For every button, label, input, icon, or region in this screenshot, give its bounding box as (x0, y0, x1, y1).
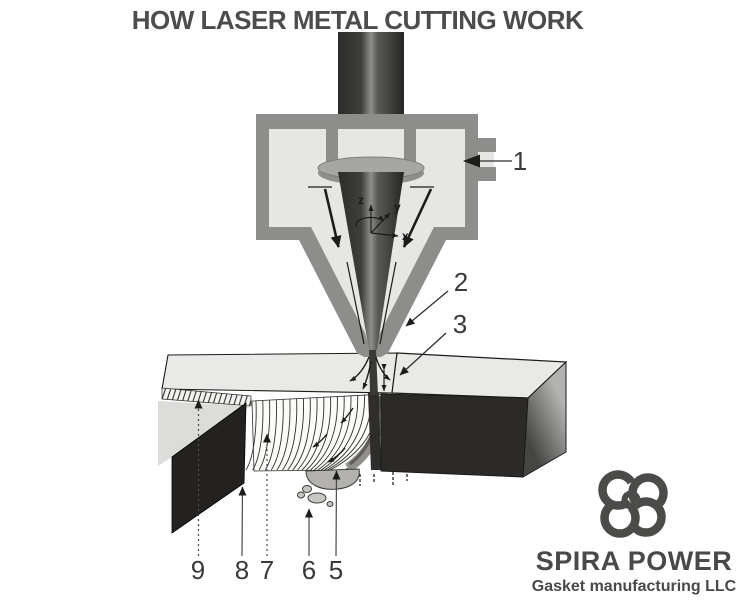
gas-flow (308, 186, 434, 345)
cut-face-striations (245, 393, 379, 471)
callout-6-label: 6 (302, 555, 316, 585)
workpiece (158, 352, 568, 534)
dross-blob (305, 468, 360, 490)
inner-nozzle-left (346, 261, 365, 345)
callouts: 1 2 3 9 8 7 6 5 (191, 146, 527, 585)
workpiece-top-left (161, 352, 398, 394)
surface-gas-arrow-left (349, 356, 370, 382)
callout-1-label: 1 (513, 146, 527, 176)
melt-flow-arrow-3 (327, 447, 346, 463)
surface-gas-arrow-mid (362, 360, 372, 390)
gas-port-slot (478, 152, 494, 167)
cutting-head: z y x (256, 32, 496, 395)
workpiece-front-right (380, 393, 529, 478)
callout-3-label: 3 (453, 309, 467, 339)
spira-power-pinwheel-icon (598, 470, 668, 538)
logo-company-name: SPIRA POWER (535, 546, 733, 576)
callout-2-label: 2 (454, 267, 468, 297)
axis-label-z: z (358, 193, 364, 207)
gas-arrow-right (402, 188, 433, 248)
leader-5 (332, 470, 341, 557)
hatched-edge-strip-pattern (162, 388, 251, 406)
coordinate-frame (355, 204, 399, 238)
flow-arrows (312, 356, 391, 463)
beam-collar-right (404, 114, 416, 172)
molten-droplets (297, 485, 334, 507)
beam-collar-left (326, 114, 338, 172)
workpiece-side-right (522, 360, 567, 478)
cut-face (251, 393, 387, 472)
logo-subtitle: Gasket manufacturing LLC (531, 578, 737, 595)
rotation-arc-arrow (355, 215, 385, 228)
callout-2-arrow (405, 290, 449, 327)
melt-flow-arrow-1 (340, 407, 354, 424)
y-axis-arrow (370, 212, 391, 234)
inner-nozzle-right (379, 261, 397, 345)
logo-center-ring (621, 490, 641, 510)
axis-label-y: y (394, 200, 401, 214)
leader-8 (238, 486, 247, 557)
callout-3-arrow (399, 332, 447, 376)
page-title: HOW LASER METAL CUTTING WORK (131, 5, 584, 35)
callout-9-label: 9 (191, 555, 205, 585)
axis-label-x: x (402, 229, 409, 243)
callout-8-label: 8 (235, 555, 249, 585)
logo-ring (598, 470, 638, 510)
callout-5-label: 5 (329, 555, 343, 585)
x-axis-arrow (370, 232, 399, 238)
company-logo: SPIRA POWER Gasket manufacturing LLC (530, 466, 737, 600)
gas-arrow-left (323, 188, 342, 248)
spatter-dashes (359, 472, 408, 487)
callout-7-label: 7 (260, 555, 274, 585)
sheet-end-face (171, 402, 247, 534)
melt-flow-arrow-2 (312, 433, 328, 448)
kerf-slot (368, 393, 381, 470)
